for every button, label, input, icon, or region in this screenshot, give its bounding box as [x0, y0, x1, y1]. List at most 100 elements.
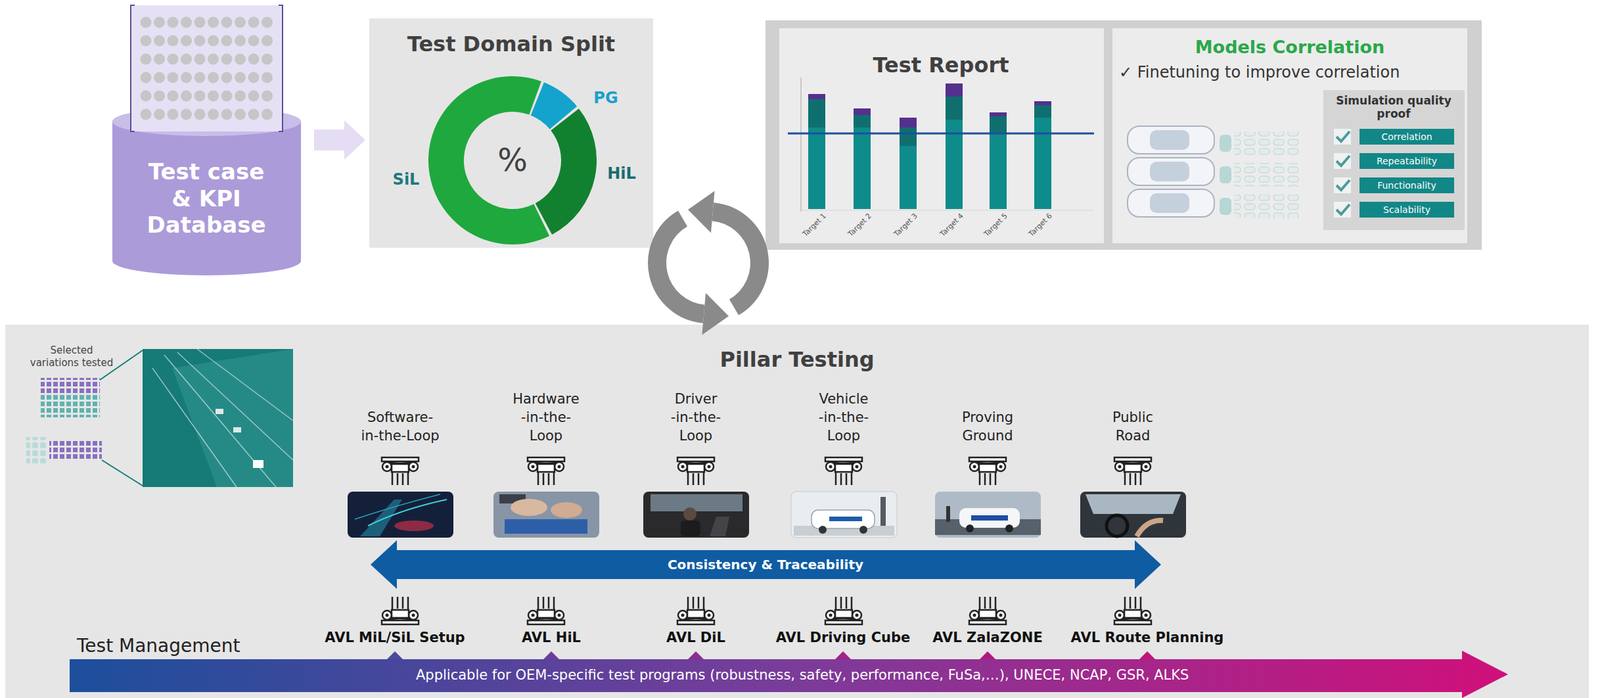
node-text: Functionality [1377, 180, 1437, 192]
text-wrap: Public Road [1112, 408, 1154, 445]
public-road-image [1080, 491, 1187, 538]
node-text: Software- in-the-Loop [360, 408, 439, 445]
node-text: Applicable for OEM-specific test program… [415, 666, 1189, 684]
text-wrap: Scalability [1383, 204, 1431, 216]
node-text: Scalability [1383, 204, 1431, 216]
text-word: Selected [49, 344, 93, 357]
node-text: Correlation [1381, 131, 1432, 143]
gradient-arrow [69, 650, 1509, 698]
text-wrap: Consistency & Traceability [667, 556, 864, 573]
cylinder-body [112, 107, 301, 276]
text-wrap: AVL Driving Cube [776, 629, 911, 646]
text-wrap: Test Report [872, 52, 1009, 78]
text-word: Loop [529, 427, 563, 444]
text-wrap: Test Domain Split [407, 31, 616, 57]
text-wrap: Functionality [1377, 180, 1437, 192]
text-wrap: Driver -in-the- Loop [670, 389, 721, 445]
tool-label: AVL HiL [521, 629, 581, 646]
quality-item: Repeatability [1359, 153, 1455, 169]
text-wrap: ✓ Finetuning to improve correlation [1119, 63, 1400, 83]
text-word: & [171, 185, 192, 212]
quality-item: Correlation [1359, 128, 1455, 145]
text-word: quality [1407, 93, 1452, 108]
text-wrap: Test Management [76, 634, 241, 658]
text-wrap: % [497, 141, 528, 180]
donut-segment [535, 108, 597, 235]
text-word: Proving [961, 409, 1014, 426]
flow-arrow [314, 120, 366, 160]
text-word: Public [1112, 409, 1154, 426]
quality-box: CorrelationRepeatabilityFunctionalitySca… [1323, 90, 1465, 230]
text-word: -in-the- [521, 409, 572, 426]
band-arrow [370, 540, 1162, 589]
text-wrap: AVL DiL [666, 629, 726, 646]
tool-label: AVL ZalaZONE [932, 629, 1043, 646]
text-wrap: AVL HiL [521, 629, 581, 646]
node-text: Test Report [872, 52, 1009, 78]
text-wrap: Software- in-the-Loop [360, 408, 439, 445]
text-word: Simulation [1335, 93, 1404, 108]
cylinder-top [112, 107, 301, 137]
pillar: Vehicle -in-the- Loop [777, 386, 910, 539]
text-word: Hardware [512, 390, 579, 407]
panel: CorrelationRepeatabilityFunctionalitySca… [1112, 28, 1468, 244]
tool-label: AVL DiL [666, 629, 726, 646]
database-grid-icon [130, 5, 283, 132]
pillar: Hardware -in-the- Loop [480, 386, 612, 539]
text-word: -in-the- [670, 409, 721, 426]
gradient-arrow-band: Applicable for OEM-specific test program… [69, 650, 1509, 698]
tool-label: AVL MiL/SiL Setup [324, 629, 465, 646]
sil-image [347, 491, 454, 538]
vehicle-models [1127, 126, 1300, 219]
text-word: Loop [827, 427, 861, 444]
text-wrap: Hardware -in-the- Loop [512, 389, 579, 445]
text-word: Ground [961, 427, 1013, 444]
quality-item: Scalability [1359, 201, 1455, 218]
node-text: Repeatability [1376, 155, 1438, 167]
proving-ground-image [935, 491, 1041, 538]
donut-segment [428, 76, 550, 245]
text-word: in-the-Loop [360, 427, 439, 444]
panel: Test Report [779, 28, 1104, 244]
panel: % Test Domain Split [369, 18, 654, 248]
text-word: Database [147, 211, 267, 238]
pillar-capitals [381, 457, 1152, 625]
node-text: Test Domain Split [407, 31, 616, 57]
text-word: Software- [367, 409, 434, 426]
text-wrap: PG [593, 88, 618, 108]
tool-label: AVL Driving Cube [776, 629, 911, 646]
donut-chart: % [427, 74, 598, 246]
node-text: Pillar Testing [719, 346, 874, 372]
node-text: Models Correlation [1195, 36, 1386, 58]
section-label: Test Management [76, 634, 241, 658]
node-text: Public Road [1112, 408, 1154, 445]
text-word: Vehicle [818, 390, 869, 407]
text-wrap: Vehicle -in-the- Loop [818, 389, 869, 445]
note-label: Selected variations tested [24, 344, 119, 370]
text-wrap: Simulation quality proof [1327, 93, 1460, 121]
text-wrap: AVL Route Planning [1071, 629, 1225, 646]
text-word: proof [1376, 107, 1411, 121]
text-word: Road [1115, 427, 1151, 444]
panel-frame [765, 20, 1482, 250]
text-word: tested [82, 356, 114, 369]
node-text: Test case & KPI Database [136, 158, 278, 239]
text-word: Test [148, 158, 200, 185]
node-text: Proving Ground [961, 408, 1014, 445]
pillar: Software- in-the-Loop [334, 386, 466, 539]
cycle-arrows [657, 190, 760, 335]
text-wrap: Pillar Testing [719, 346, 874, 372]
node-text: ✓ Finetuning to improve correlation [1119, 63, 1400, 83]
text-word: variations [30, 356, 79, 369]
pillar: Public Road [1067, 386, 1199, 539]
node-text: Hardware -in-the- Loop [512, 389, 579, 445]
vil-image [791, 491, 897, 538]
text-word: Loop [679, 427, 713, 444]
node-text: Consistency & Traceability [667, 556, 864, 573]
text-word: Driver [674, 390, 718, 407]
dil-image [643, 491, 750, 538]
variation-illustration [26, 348, 294, 487]
text-wrap: Selected variations tested [24, 344, 119, 370]
double-arrow-band: Consistency & Traceability [370, 540, 1162, 589]
